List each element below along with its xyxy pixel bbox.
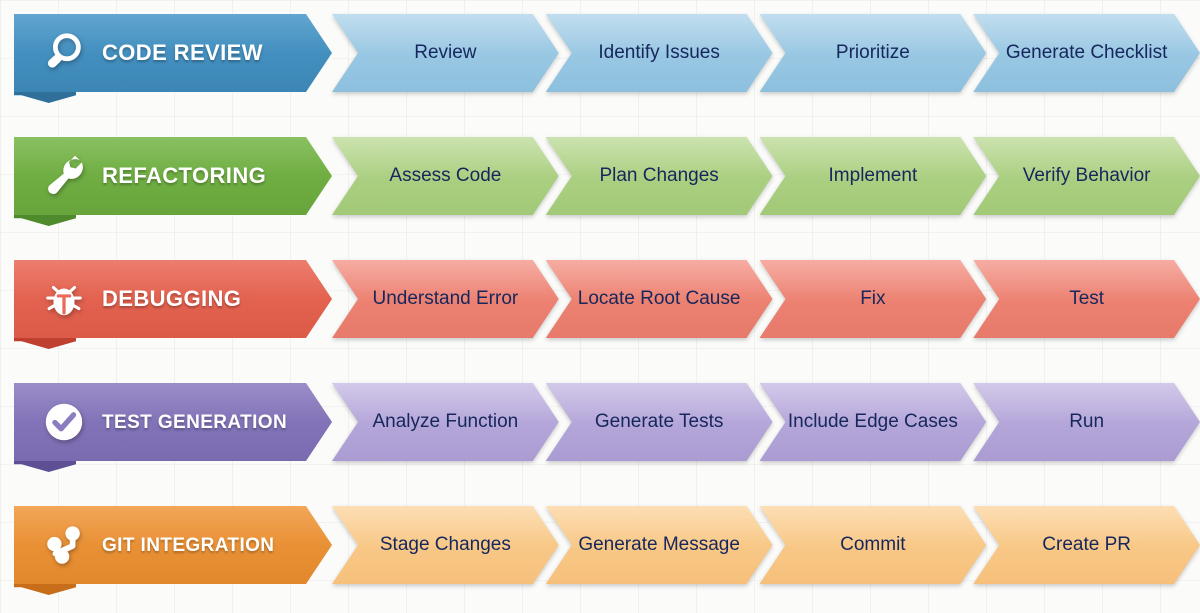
- workflow-step[interactable]: Identify Issues: [546, 14, 773, 92]
- workflow-steps: Review Identify Issues Prioritize Generate …: [332, 14, 1200, 92]
- workflow-header-debugging[interactable]: DEBUGGING: [14, 260, 332, 338]
- workflow-step[interactable]: Understand Error: [332, 260, 559, 338]
- workflow-step-label: Commit: [840, 534, 906, 555]
- ribbon-tail: [14, 91, 76, 103]
- workflow-steps: Understand Error Locate Root Cause Fix Test: [332, 260, 1200, 338]
- workflow-step[interactable]: Implement: [760, 137, 987, 215]
- wrench-icon: [40, 152, 88, 200]
- workflow-step[interactable]: Generate Checklist: [973, 14, 1200, 92]
- workflow-step[interactable]: Commit: [760, 506, 987, 584]
- workflow-step-label: Generate Message: [578, 534, 740, 555]
- check-circle-icon: [40, 398, 88, 446]
- workflow-step-label: Test: [1069, 288, 1105, 309]
- workflow-title: DEBUGGING: [102, 286, 242, 311]
- ribbon-tail: [14, 337, 76, 349]
- ribbon-tail: [14, 214, 76, 226]
- workflow-header-code-review[interactable]: CODE REVIEW: [14, 14, 332, 92]
- workflow-header-test-generation[interactable]: TEST GENERATION: [14, 383, 332, 461]
- bug-icon: [40, 275, 88, 323]
- workflow-row-git-integration: GIT INTEGRATION Stage Changes Generate Mes…: [0, 506, 1200, 595]
- workflow-row-refactoring: REFACTORING Assess Code Plan Changes Implem…: [0, 137, 1200, 226]
- workflow-steps: Analyze Function Generate Tests Include Ed…: [332, 383, 1200, 461]
- workflow-step[interactable]: Prioritize: [760, 14, 987, 92]
- workflow-header-refactoring[interactable]: REFACTORING: [14, 137, 332, 215]
- workflow-step-label: Identify Issues: [598, 42, 720, 63]
- workflow-title: CODE REVIEW: [102, 40, 263, 65]
- workflow-step-label: Generate Checklist: [1005, 42, 1168, 63]
- workflow-step-label: Create PR: [1042, 534, 1131, 555]
- workflow-step-label: Stage Changes: [379, 534, 511, 555]
- workflow-step-label: Assess Code: [389, 165, 502, 186]
- workflow-step-label: Locate Root Cause: [577, 288, 741, 309]
- ribbon-tail: [14, 583, 76, 595]
- workflow-step[interactable]: Analyze Function: [332, 383, 559, 461]
- workflow-step-label: Prioritize: [835, 42, 910, 63]
- workflow-title: TEST GENERATION: [102, 411, 288, 433]
- workflow-step[interactable]: Generate Tests: [546, 383, 773, 461]
- workflow-row-code-review: CODE REVIEW Review Identify Issues Prioriti…: [0, 14, 1200, 103]
- workflow-steps: Assess Code Plan Changes Implement Verify B…: [332, 137, 1200, 215]
- workflow-step-label: Run: [1069, 411, 1105, 432]
- workflow-step[interactable]: Run: [973, 383, 1200, 461]
- workflow-step-label: Generate Tests: [594, 411, 724, 432]
- magnifier-icon: [40, 29, 88, 77]
- workflow-step[interactable]: Test: [973, 260, 1200, 338]
- workflow-step-label: Verify Behavior: [1022, 165, 1151, 186]
- workflow-step[interactable]: Verify Behavior: [973, 137, 1200, 215]
- workflow-step[interactable]: Locate Root Cause: [546, 260, 773, 338]
- workflow-title: GIT INTEGRATION: [102, 534, 275, 556]
- workflow-step[interactable]: Create PR: [973, 506, 1200, 584]
- workflow-step[interactable]: Assess Code: [332, 137, 559, 215]
- workflow-step-label: Implement: [828, 165, 918, 186]
- workflow-step-label: Review: [414, 42, 477, 63]
- workflow-step[interactable]: Stage Changes: [332, 506, 559, 584]
- workflow-row-debugging: DEBUGGING Understand Error Locate Root Cau…: [0, 260, 1200, 349]
- workflow-step-label: Analyze Function: [372, 411, 519, 432]
- workflow-step[interactable]: Include Edge Cases: [760, 383, 987, 461]
- workflow-step[interactable]: Fix: [760, 260, 987, 338]
- workflow-step[interactable]: Review: [332, 14, 559, 92]
- workflow-title: REFACTORING: [102, 163, 267, 188]
- workflow-steps: Stage Changes Generate Message Commit Creat…: [332, 506, 1200, 584]
- workflow-step-label: Include Edge Cases: [787, 411, 958, 432]
- workflow-step-label: Plan Changes: [599, 165, 719, 186]
- git-branch-icon: [40, 521, 88, 569]
- workflow-step[interactable]: Plan Changes: [546, 137, 773, 215]
- workflow-step-label: Fix: [860, 288, 886, 309]
- workflow-row-test-generation: TEST GENERATION Analyze Function Generate …: [0, 383, 1200, 472]
- workflow-step-label: Understand Error: [372, 288, 519, 309]
- workflow-header-git-integration[interactable]: GIT INTEGRATION: [14, 506, 332, 584]
- workflow-step[interactable]: Generate Message: [546, 506, 773, 584]
- ribbon-tail: [14, 460, 76, 472]
